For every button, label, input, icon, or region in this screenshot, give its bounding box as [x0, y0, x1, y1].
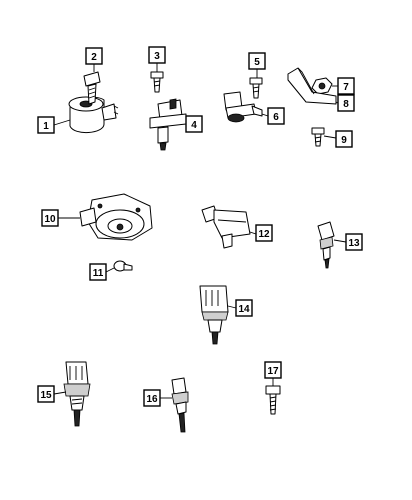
callout-2-label: 2: [91, 52, 97, 63]
callout-10-label: 10: [44, 214, 56, 225]
part-6-cam-sensor: [223, 91, 263, 123]
callout-10: 10: [41, 209, 80, 227]
callout-13-label: 13: [348, 238, 360, 249]
callout-1-label: 1: [43, 121, 49, 132]
callout-6-label: 6: [273, 112, 279, 123]
callout-2: 2: [85, 47, 103, 72]
part-10-actuator: [79, 193, 153, 241]
callout-9-label: 9: [341, 135, 347, 146]
callout-4-label: 4: [191, 120, 197, 131]
callout-14: 14: [227, 299, 253, 317]
callout-12: 12: [249, 224, 273, 242]
callout-17-label: 17: [267, 366, 279, 377]
callout-5-label: 5: [254, 57, 260, 68]
part-2-bolt: [83, 71, 101, 105]
callout-16: 16: [143, 389, 172, 407]
callout-8: 8: [335, 94, 355, 112]
callout-7: 7: [332, 77, 355, 95]
callout-3-label: 3: [154, 51, 160, 62]
part-7-nut: [311, 77, 333, 95]
callout-15-label: 15: [40, 390, 52, 401]
part-3-screw: [150, 71, 164, 93]
part-13-temp-sensor: [317, 221, 335, 269]
part-15-pressure-switch: [63, 361, 91, 427]
callout-17: 17: [264, 361, 282, 386]
callout-14-label: 14: [238, 304, 250, 315]
callout-6: 6: [261, 107, 285, 125]
part-9-stud: [311, 127, 325, 147]
part-12-map-sensor: [201, 205, 251, 249]
callout-9: 9: [323, 130, 353, 148]
part-16-temp-sensor: [171, 377, 189, 433]
part-11-screw: [113, 260, 133, 272]
part-17-bolt: [265, 385, 281, 415]
callout-1: 1: [37, 116, 71, 134]
callout-15: 15: [37, 385, 67, 403]
callout-7-label: 7: [343, 82, 349, 93]
callout-12-label: 12: [258, 229, 270, 240]
callout-11-label: 11: [93, 268, 104, 279]
part-8-bracket: [287, 67, 337, 105]
part-14-pressure-sensor: [199, 285, 229, 345]
callout-16-label: 16: [146, 394, 158, 405]
callout-13: 13: [333, 233, 363, 251]
callout-8-label: 8: [343, 99, 349, 110]
callout-5: 5: [248, 52, 266, 78]
part-5-screw: [249, 77, 263, 99]
callout-4: 4: [185, 115, 203, 133]
part-1-knock-sensor: [68, 96, 119, 133]
callout-3: 3: [148, 46, 166, 72]
part-4-position-sensor: [149, 98, 187, 151]
callout-11: 11: [89, 263, 115, 281]
